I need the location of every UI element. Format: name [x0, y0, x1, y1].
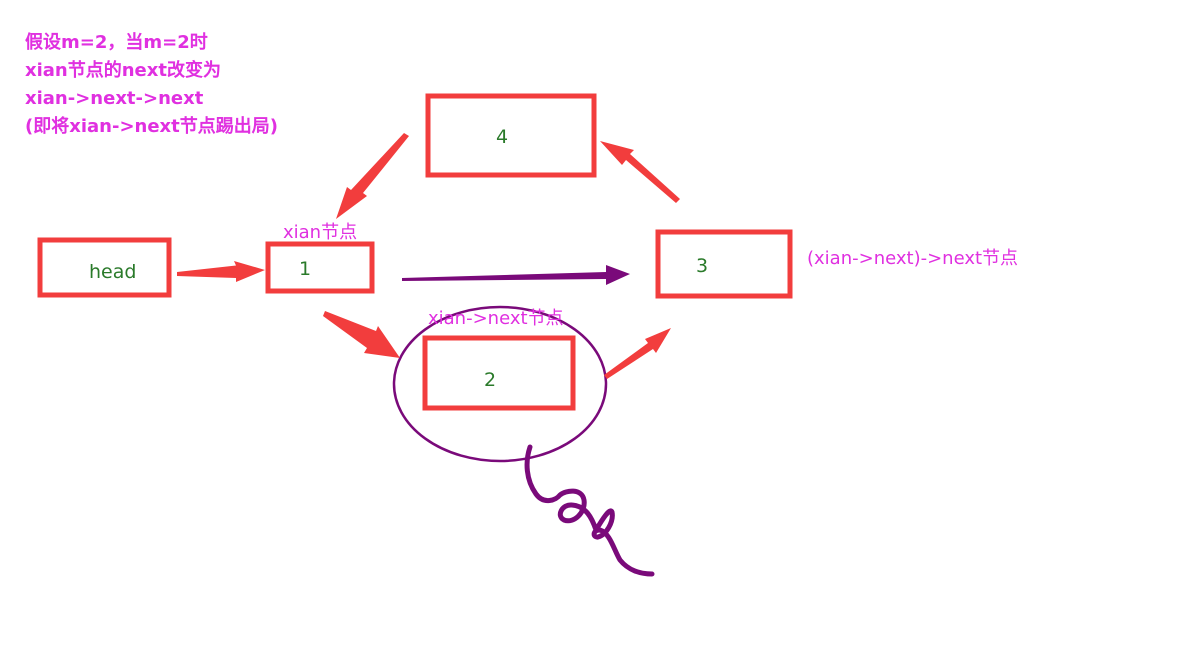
pointer-arrows	[177, 133, 680, 379]
node-head-box	[37, 237, 172, 298]
node-3-box	[655, 229, 793, 299]
node-1: 1	[265, 241, 375, 294]
node-4-box	[425, 93, 597, 178]
node-1-label: 1	[299, 258, 311, 280]
arrow-3-to-4	[600, 141, 680, 203]
note-line-3: xian->next->next	[25, 88, 204, 109]
node-4-label: 4	[496, 126, 508, 148]
note-line-2: xian节点的next改变为	[25, 59, 221, 81]
arrow-4-to-1	[336, 133, 409, 219]
node-2: 2	[422, 335, 576, 411]
node-4: 4	[425, 93, 597, 178]
node-2-box	[422, 335, 576, 411]
node-3: 3	[655, 229, 793, 299]
xian-next-next-label: (xian->next)->next节点	[807, 248, 1018, 269]
arrow-1-to-2	[323, 311, 400, 358]
arrow-new-link-1-to-3	[402, 265, 630, 285]
node-1-box	[265, 241, 375, 294]
node-3-label: 3	[696, 255, 708, 277]
scribble-mark	[524, 444, 655, 577]
node-head-label: head	[89, 261, 136, 283]
xian-label: xian节点	[283, 222, 357, 243]
note-line-1: 假设m=2，当m=2时	[25, 31, 208, 53]
arrow-head-to-1	[177, 261, 265, 282]
arrow-2-to-3	[604, 328, 671, 379]
node-head: head	[37, 237, 172, 298]
node-2-label: 2	[484, 369, 496, 391]
xian-next-label: xian->next节点	[428, 308, 564, 329]
removed-node-highlight	[392, 305, 608, 463]
note-line-4: (即将xian->next节点踢出局)	[25, 115, 278, 137]
explanation-note: 假设m=2，当m=2时 xian节点的next改变为 xian->next->n…	[25, 31, 278, 137]
